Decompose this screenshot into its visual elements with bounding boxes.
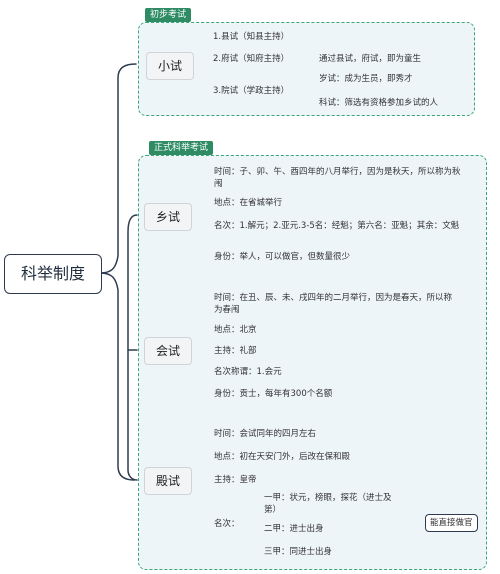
huishi-node: 会试	[144, 337, 192, 365]
fu-note: 通过县试，府试，即为童生	[319, 54, 422, 64]
huishi-host: 主持：礼部	[214, 346, 257, 356]
huishi-status: 身份：贡士，每年有300个名额	[214, 389, 333, 399]
yuan-note-2: 科试：筛选有资格参加乡试的人	[319, 98, 439, 108]
xiangshi-node: 乡试	[144, 203, 192, 231]
huishi-time: 时间：在丑、辰、未、戌四年的二月举行，因为是春天，所以称为春闱	[214, 293, 453, 315]
xiaoshi-node: 小试	[146, 52, 194, 80]
yuanshi-item: 3.院试（学政主持）	[213, 86, 290, 96]
huishi-place: 地点：北京	[214, 325, 257, 335]
prelim-group	[138, 22, 475, 116]
dianshi-time: 时间：会试同年的四月左右	[214, 429, 317, 439]
yuan-note-1: 岁试：成为生员，即秀才	[319, 74, 413, 84]
dianshi-host: 主持：皇帝	[214, 475, 257, 485]
dianshi-rank-label: 名次：	[214, 519, 240, 529]
xiangshi-time: 时间：子、卯、午、酉四年的八月举行，因为是秋天，所以称为秋闱	[214, 167, 461, 189]
prelim-tag: 初步考试	[145, 8, 192, 22]
formal-group	[138, 155, 487, 570]
xiangshi-rank: 名次：1.解元；2.亚元.3-5名：经魁；第六名：亚魁；其余：文魁	[214, 221, 460, 231]
dianshi-node: 殿试	[144, 467, 192, 495]
fushi-item: 2.府试（知府主持）	[213, 54, 290, 64]
dianshi-rank-1: 一甲：状元，榜眼，探花（进士及第）	[264, 493, 392, 515]
formal-tag: 正式科举考试	[149, 141, 214, 155]
xianshi-item: 1.县试（知县主持）	[213, 32, 290, 42]
dianshi-rank-2: 二甲：进士出身	[264, 524, 324, 534]
xiangshi-place: 地点：在省城举行	[214, 198, 283, 208]
xiangshi-status: 身份：举人，可以做官，但数量很少	[214, 252, 351, 262]
line-formal-spine	[127, 214, 138, 481]
huishi-rank: 名次称谓：1.会元	[214, 367, 282, 377]
dianshi-rank-3: 三甲：同进士出身	[264, 547, 333, 557]
line-root-formal	[99, 272, 135, 481]
line-root-prelim	[99, 63, 137, 274]
dianshi-place: 地点：初在天安门外，后改在保和殿	[214, 452, 351, 462]
root-node: 科举制度	[4, 254, 102, 294]
direct-office-note: 能直接做官	[425, 514, 478, 532]
